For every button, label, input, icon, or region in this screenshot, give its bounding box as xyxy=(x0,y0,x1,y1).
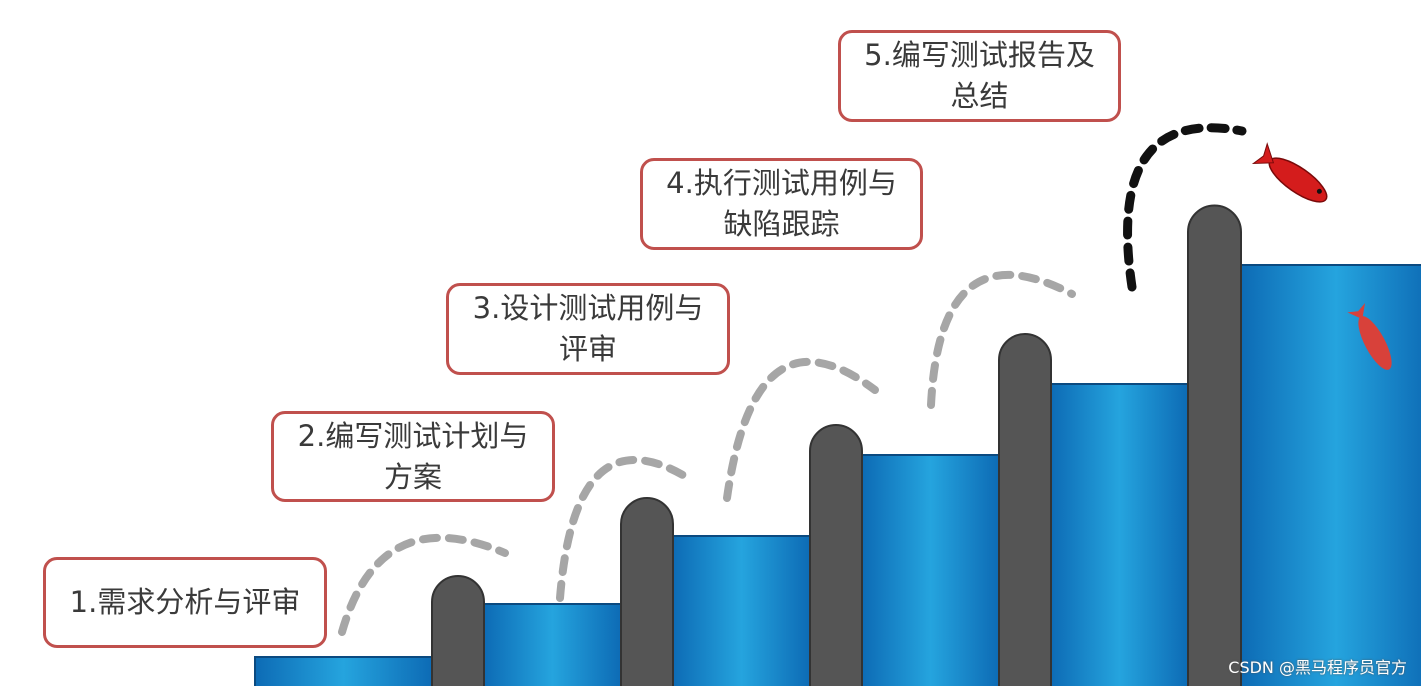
step-5-box: 5.编写测试报告及总结 xyxy=(838,30,1121,122)
water-tank xyxy=(861,454,1000,686)
step-label: 1.需求分析与评审 xyxy=(69,585,301,619)
step-label: 5.编写测试报告及总结 xyxy=(864,38,1095,113)
water-tank xyxy=(1240,264,1421,686)
step-4-box: 4.执行测试用例与缺陷跟踪 xyxy=(640,158,923,250)
jump-arc xyxy=(556,456,692,602)
jump-arc xyxy=(338,533,509,636)
water-tanks xyxy=(254,264,1421,686)
step-label: 2.编写测试计划与方案 xyxy=(297,418,529,494)
step-3-box: 3.设计测试用例与评审 xyxy=(446,283,730,375)
pillar xyxy=(620,497,674,686)
step-1-box: 1.需求分析与评审 xyxy=(43,557,327,648)
step-2-box: 2.编写测试计划与方案 xyxy=(271,411,555,502)
pillar xyxy=(1187,204,1242,686)
step-label: 3.设计测试用例与评审 xyxy=(472,291,704,366)
water-tank xyxy=(672,535,811,686)
fish-icon xyxy=(1251,142,1328,203)
fish-icon xyxy=(1347,302,1392,370)
pillar xyxy=(431,575,485,686)
jump-arc xyxy=(723,358,879,502)
watermark: CSDN @黑马程序员官方 xyxy=(1228,658,1407,677)
jump-arcs xyxy=(338,123,1247,636)
step-label: 4.执行测试用例与缺陷跟踪 xyxy=(666,166,897,241)
pillars xyxy=(431,204,1242,686)
pillar xyxy=(998,333,1052,686)
water-tank xyxy=(254,656,433,686)
pillar xyxy=(809,424,863,686)
jump-arc xyxy=(927,270,1076,409)
water-tank xyxy=(483,603,622,686)
jump-arc xyxy=(1123,123,1247,292)
water-tank xyxy=(1050,383,1189,686)
